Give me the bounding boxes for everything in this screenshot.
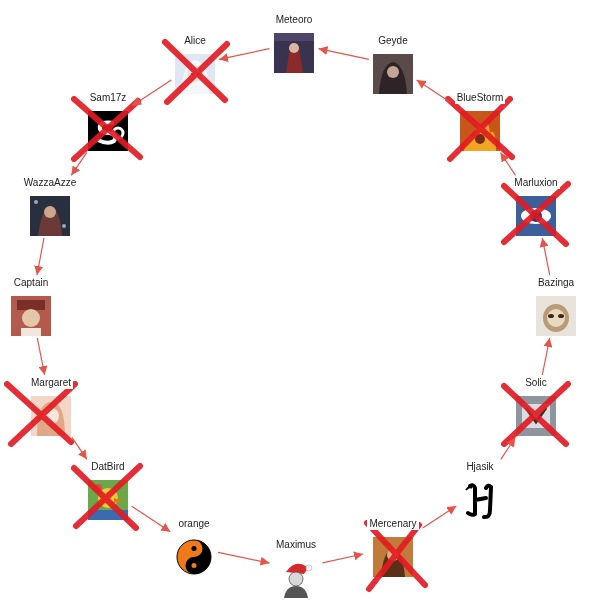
player-name: WazzaAzze	[22, 177, 78, 189]
cross-mark	[504, 184, 568, 244]
cross-mark	[448, 99, 512, 159]
player-node: BlueStorm	[453, 92, 508, 151]
arrow-connector	[132, 80, 171, 106]
player-name: DatBird	[89, 461, 126, 473]
player-name: Geyde	[376, 35, 409, 47]
arrow-connector	[132, 506, 171, 532]
arrow-connector	[542, 338, 549, 375]
player-node: WazzaAzze	[20, 177, 81, 236]
player-node: Maximus	[272, 539, 321, 598]
player-node: DatBird	[86, 461, 130, 520]
player-node: Marluxion	[510, 177, 562, 236]
player-name: Solic	[523, 377, 549, 389]
arrow-connector	[501, 438, 515, 460]
cross-mark	[367, 523, 425, 589]
player-name: Margaret	[29, 377, 73, 389]
avatar-image	[276, 558, 316, 598]
player-node: Mercenary	[365, 518, 421, 577]
arrow-connector	[323, 554, 364, 563]
arrow-connector	[72, 438, 87, 460]
player-node: Solic	[514, 377, 558, 436]
arrow-connector	[417, 80, 451, 102]
player-name: Maximus	[274, 539, 318, 551]
player-node: Meteoro	[272, 14, 317, 73]
avatar-image	[274, 33, 314, 73]
cross-mark	[165, 42, 227, 102]
arrow-connector	[423, 506, 457, 528]
cross-mark	[74, 466, 140, 528]
avatar-image	[536, 296, 576, 336]
avatar-image	[30, 196, 70, 236]
cross-mark	[7, 384, 75, 444]
player-node: Hjasik	[458, 461, 502, 520]
arrow-connector	[501, 153, 516, 176]
player-name: Captain	[12, 277, 50, 289]
player-name: BlueStorm	[455, 92, 506, 104]
avatar-image	[11, 296, 51, 336]
player-name: Marluxion	[512, 177, 559, 189]
cross-mark	[504, 384, 568, 444]
avatar-image	[373, 54, 413, 94]
arrow-connector	[218, 552, 270, 563]
arrow-connector	[37, 238, 44, 275]
arrow-connector	[71, 153, 86, 176]
player-node: orange	[172, 518, 216, 577]
player-node: Captain	[9, 277, 53, 336]
player-name: orange	[176, 518, 211, 530]
arrow-connector	[219, 49, 270, 60]
player-name: Alice	[182, 35, 208, 47]
player-name: Mercenary	[367, 518, 418, 530]
avatar-image	[460, 480, 500, 520]
arrow-connector	[542, 238, 549, 275]
arrow-connector	[37, 338, 44, 375]
player-name: Bazinga	[536, 277, 576, 289]
player-node: Bazinga	[534, 277, 579, 336]
avatar-image	[174, 537, 214, 577]
arrow-connector	[319, 49, 370, 60]
cross-mark	[74, 99, 140, 159]
player-name: Hjasik	[464, 461, 495, 473]
player-node: Sam17z	[86, 92, 131, 151]
player-node: Geyde	[371, 35, 415, 94]
player-name: Sam17z	[88, 92, 129, 104]
player-node: Alice	[173, 35, 217, 94]
player-name: Meteoro	[274, 14, 315, 26]
player-node: Margaret	[27, 377, 76, 436]
